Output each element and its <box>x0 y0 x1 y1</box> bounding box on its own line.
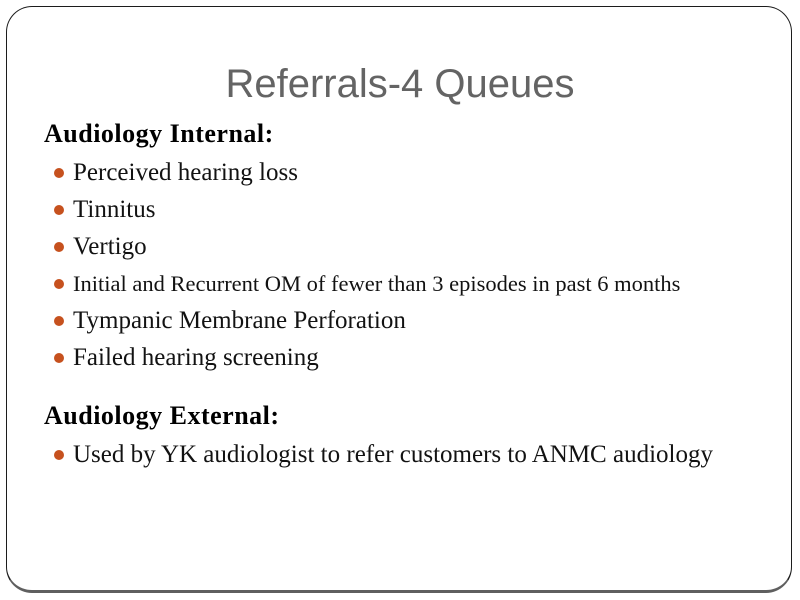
list-item-text: Failed hearing screening <box>73 344 319 371</box>
list-item-text: Used by YK audiologist to refer customer… <box>73 441 713 468</box>
bullet-icon <box>54 168 64 178</box>
list-item: Initial and Recurrent OM of fewer than 3… <box>44 269 780 298</box>
bullet-icon <box>54 242 64 252</box>
list-item-text: Perceived hearing loss <box>73 159 298 186</box>
section-heading-audiology-internal: Audiology Internal: <box>44 119 274 148</box>
list-item-text: Vertigo <box>73 233 147 260</box>
list-item: Vertigo <box>44 232 780 261</box>
bullet-icon <box>54 205 64 215</box>
list-item: Used by YK audiologist to refer customer… <box>44 440 780 469</box>
list-item: Failed hearing screening <box>44 343 780 372</box>
list-item-text: Initial and Recurrent OM of fewer than 3… <box>73 271 681 296</box>
bullet-list-internal: Perceived hearing loss Tinnitus Vertigo … <box>44 158 780 372</box>
bullet-icon <box>54 279 64 289</box>
slide-title: Referrals-4 Queues <box>225 62 575 106</box>
list-item-text: Tinnitus <box>73 196 156 223</box>
bullet-icon <box>54 353 64 363</box>
slide-border-frame <box>6 6 792 593</box>
bullet-icon <box>54 316 64 326</box>
bullet-list-external: Used by YK audiologist to refer customer… <box>44 440 780 469</box>
bullet-icon <box>54 450 64 460</box>
list-item: Tympanic Membrane Perforation <box>44 306 780 335</box>
list-item-text: Tympanic Membrane Perforation <box>73 307 406 334</box>
slide-body: Audiology Internal: Perceived hearing lo… <box>44 118 780 477</box>
list-item: Tinnitus <box>44 195 780 224</box>
section-heading-audiology-external: Audiology External: <box>44 401 280 430</box>
list-item: Perceived hearing loss <box>44 158 780 187</box>
